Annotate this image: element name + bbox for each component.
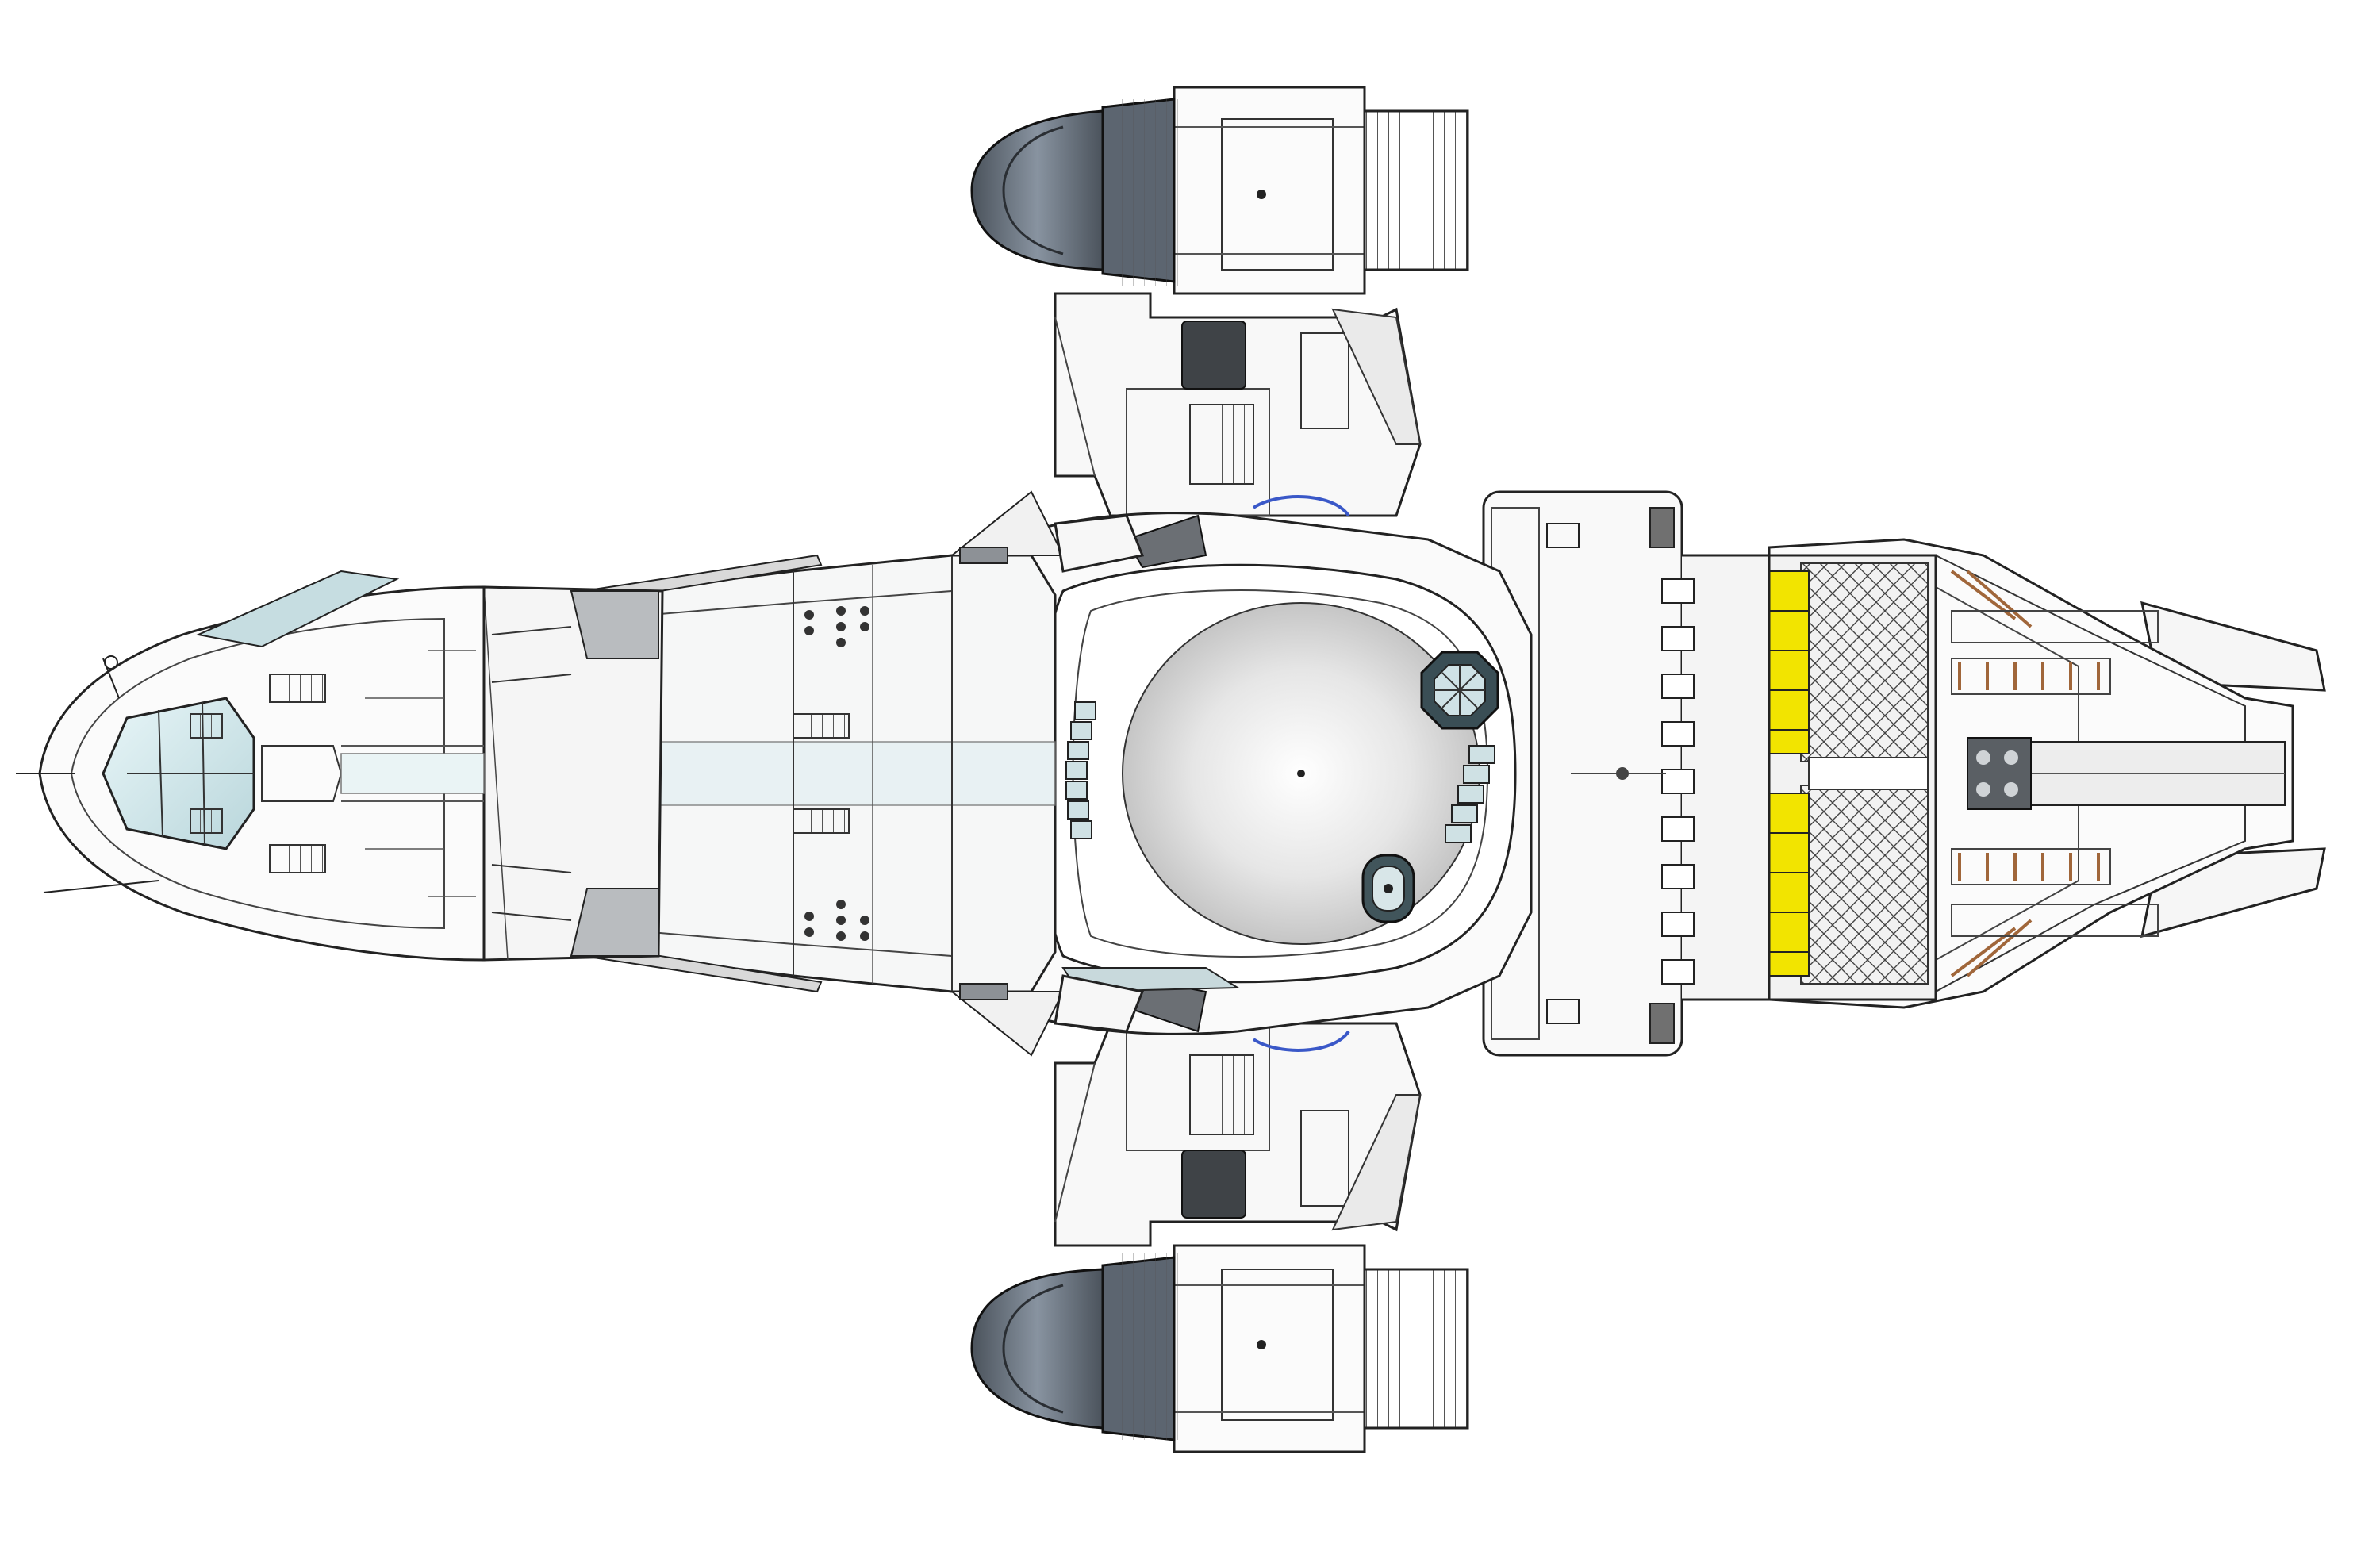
main-hull (966, 495, 1533, 1052)
engine-nacelle-top (970, 86, 1469, 517)
wing-connectors (1054, 514, 1145, 1033)
yellow-power-panels (1768, 570, 1810, 977)
thruster-nozzle-icon (970, 1268, 1104, 1430)
bow-section (16, 554, 823, 993)
engine-nacelle-bottom (970, 1022, 1469, 1453)
aft-engine-section (1768, 538, 2294, 1009)
hatch-octagon-icon (1420, 651, 1499, 730)
airlock-hatch-icon (1361, 854, 1415, 923)
